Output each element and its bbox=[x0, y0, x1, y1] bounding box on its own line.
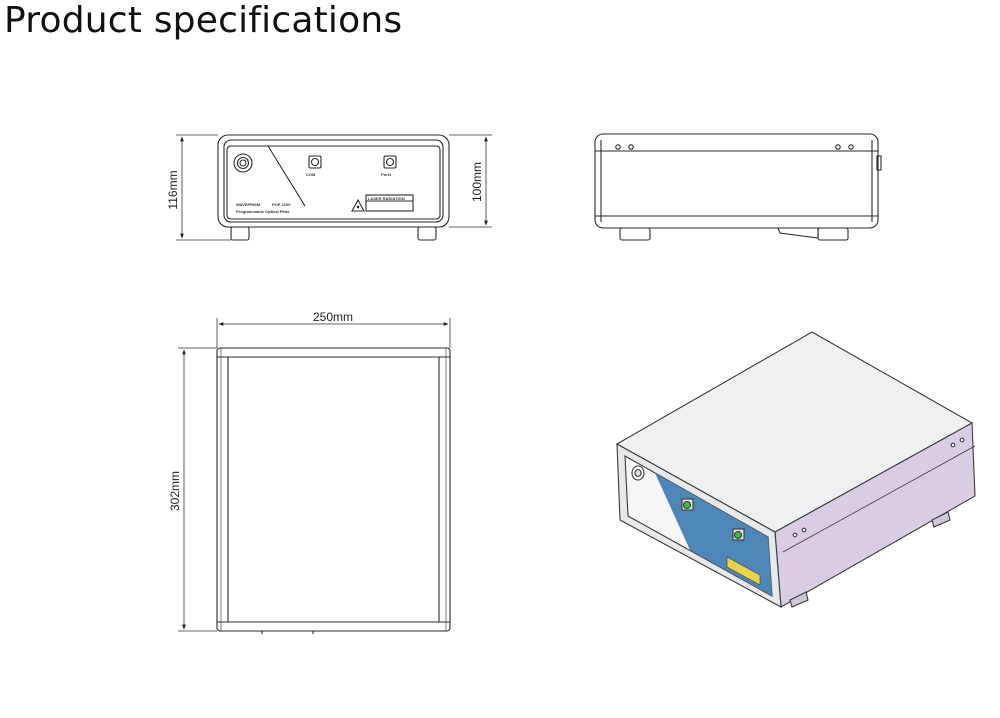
port-connector-icon bbox=[308, 155, 322, 169]
port-connector-icon bbox=[383, 155, 397, 169]
power-knob-icon bbox=[233, 153, 253, 173]
front-view bbox=[217, 134, 450, 241]
connector-icon bbox=[732, 528, 745, 541]
front-height-dimension: 116mm bbox=[166, 170, 180, 209]
model-label: POP-1100 bbox=[272, 202, 291, 207]
connector-icon bbox=[681, 498, 694, 511]
laser-warning-icon bbox=[351, 198, 365, 212]
warning-label: LASER RADIATION bbox=[368, 196, 405, 201]
width-dimension: 250mm bbox=[313, 310, 353, 324]
top-view bbox=[216, 347, 451, 634]
brand-label: WAVEPRISM bbox=[236, 202, 261, 207]
side-view bbox=[594, 133, 882, 241]
depth-dimension: 302mm bbox=[168, 471, 182, 511]
port-in-label: COM bbox=[306, 172, 316, 177]
isometric-view bbox=[615, 331, 976, 608]
page-title: Product specifications bbox=[4, 0, 403, 41]
subtitle-label: Programmable Optical Filter bbox=[236, 209, 290, 214]
port-out-label: Port1 bbox=[381, 172, 392, 177]
side-height-dimension: 100mm bbox=[470, 162, 484, 202]
